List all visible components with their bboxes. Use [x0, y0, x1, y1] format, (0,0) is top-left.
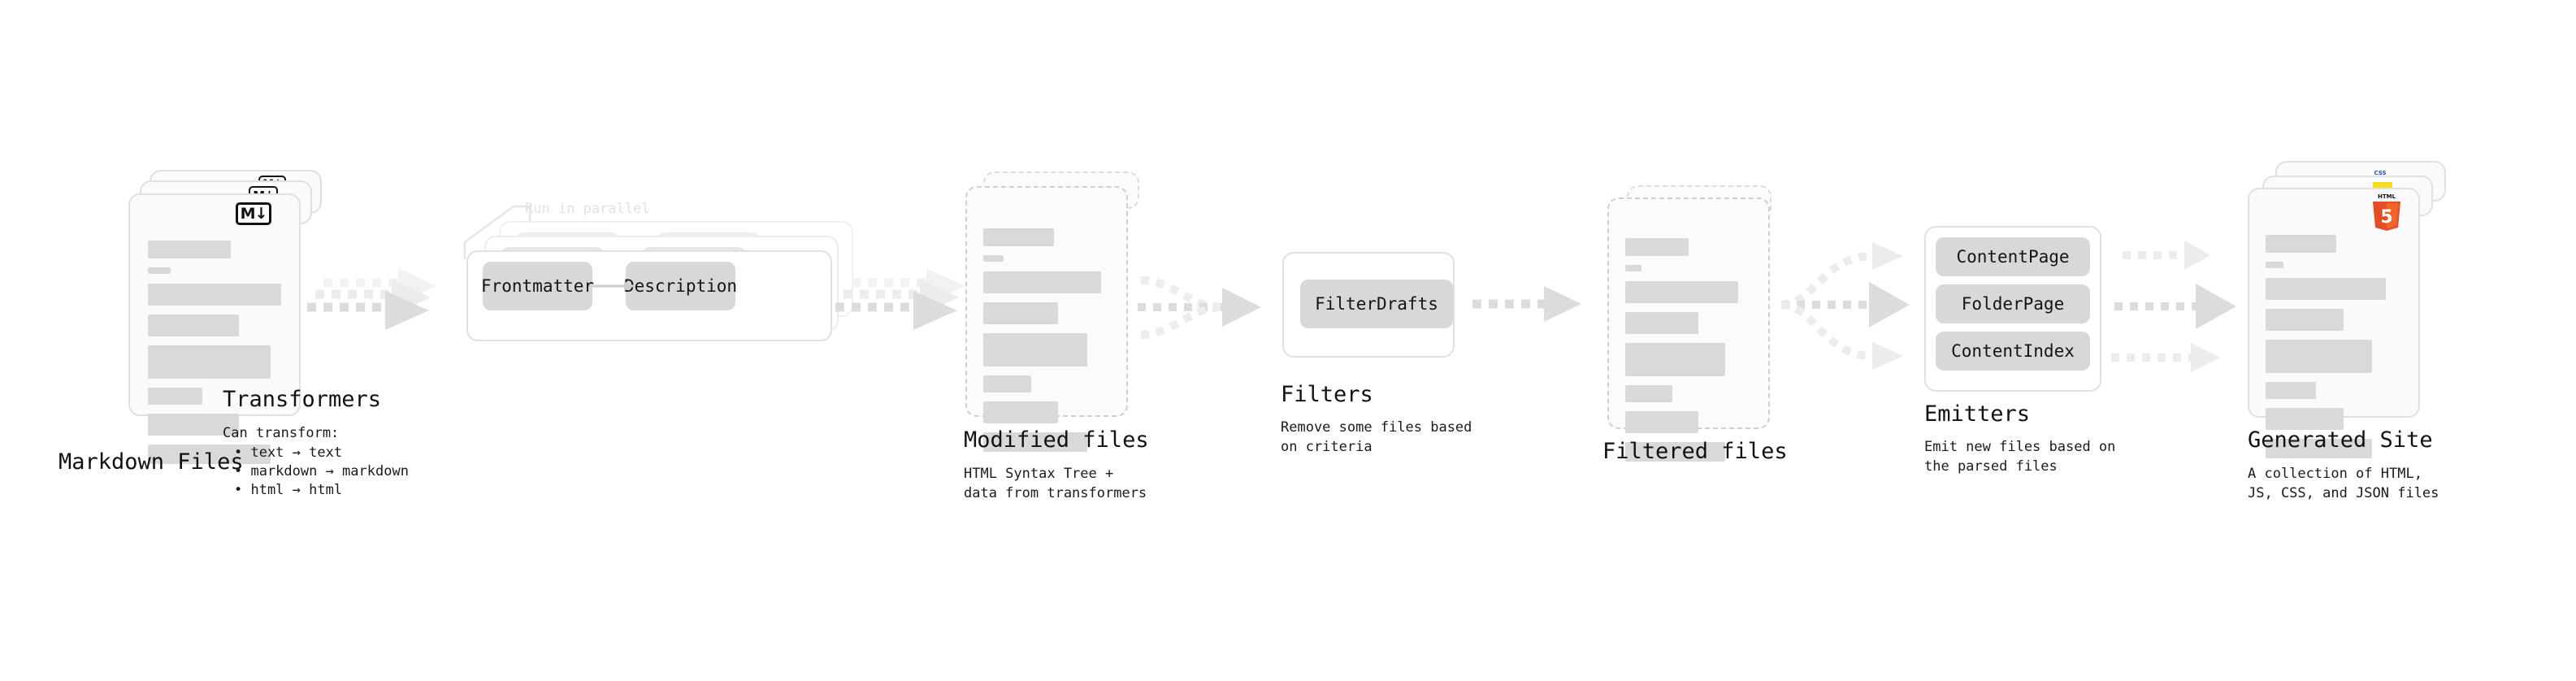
run-in-parallel-label: Run in parallel	[525, 201, 650, 217]
svg-text:5: 5	[2380, 207, 2392, 228]
markdown-files-title: Markdown Files	[59, 449, 244, 475]
placeholder-bar	[983, 228, 1055, 246]
placeholder-bar	[2266, 408, 2344, 430]
markdown-icon: M↓	[236, 202, 271, 225]
filtered-file-card-front	[1607, 197, 1770, 462]
emitters-sub: Emit new files based on the parsed files	[1924, 439, 2116, 475]
placeholder-bar	[983, 302, 1059, 324]
placeholder-bar	[983, 255, 1004, 262]
placeholder-bar	[148, 284, 281, 306]
placeholder-bar	[2266, 278, 2386, 300]
svg-text:HTML: HTML	[2378, 193, 2396, 200]
placeholder-bar	[983, 271, 1102, 293]
placeholder-bar	[2266, 382, 2317, 399]
placeholder-bar	[1625, 385, 1672, 402]
placeholder-bar	[148, 345, 271, 379]
placeholder-bar	[148, 445, 271, 464]
placeholder-bar	[983, 401, 1059, 423]
arrow-markdown-to-transformers	[307, 268, 437, 330]
generated-site-sub: A collection of HTML, JS, CSS, and JSON …	[2248, 466, 2439, 501]
emitters-title: Emitters	[1924, 401, 2031, 427]
transformers-sub-heading: Can transform:	[223, 425, 340, 441]
placeholder-bar	[2266, 309, 2344, 331]
transformers-bullet-2: • html → html	[234, 482, 343, 498]
pill-folderpage[interactable]: FolderPage	[1936, 284, 2090, 323]
arrow-transformers-to-modified	[835, 268, 965, 330]
pill-filterdrafts[interactable]: FilterDrafts	[1300, 280, 1453, 328]
parallel-bracket	[463, 205, 531, 260]
placeholder-bar	[2266, 340, 2373, 373]
pill-frontmatter[interactable]: Frontmatter	[481, 262, 594, 310]
html5-icon: HTML 5	[2373, 193, 2400, 231]
placeholder-bar	[2266, 235, 2337, 253]
transformers-bullet-1: • markdown → markdown	[234, 463, 409, 479]
placeholder-bar	[983, 333, 1087, 367]
placeholder-bar	[1625, 312, 1699, 334]
modified-file-card-front	[965, 186, 1128, 452]
modified-files-sub: HTML Syntax Tree + data from transformer…	[964, 466, 1147, 501]
placeholder-bar	[1625, 265, 1642, 271]
filters-title: Filters	[1281, 382, 1373, 407]
filters-sub: Remove some files based on criteria	[1281, 419, 1472, 455]
placeholder-bar	[148, 314, 239, 336]
placeholder-bar	[1625, 442, 1726, 462]
arrow-filters-to-filtered	[1472, 286, 1581, 322]
placeholder-bar	[148, 241, 231, 258]
placeholder-bar	[148, 267, 171, 274]
placeholder-bar	[2266, 262, 2283, 268]
placeholder-bar	[1625, 411, 1699, 433]
arrow-frontmatter-to-description	[592, 281, 635, 291]
placeholder-bar	[1625, 281, 1738, 303]
placeholder-bar	[1625, 238, 1689, 256]
placeholder-bar	[1625, 343, 1726, 376]
arrow-emitters-to-site	[2111, 241, 2236, 372]
transformers-bullet-0: • text → text	[234, 445, 343, 461]
placeholder-bar	[2266, 439, 2373, 458]
placeholder-bar	[983, 375, 1032, 393]
markdown-file-card-front	[128, 193, 301, 464]
pill-contentpage[interactable]: ContentPage	[1936, 237, 2090, 276]
transformers-title: Transformers	[223, 387, 382, 412]
filtered-files-title: Filtered files	[1602, 439, 1788, 464]
placeholder-bar	[148, 414, 239, 436]
arrow-modified-to-filters	[1138, 276, 1261, 339]
placeholder-bar	[983, 432, 1087, 452]
pill-contentindex[interactable]: ContentIndex	[1936, 332, 2090, 371]
modified-files-title: Modified files	[964, 427, 1149, 453]
pill-description[interactable]: Description	[624, 262, 737, 310]
site-file-card-html	[2248, 188, 2420, 458]
arrow-filtered-to-emitters	[1780, 242, 1910, 370]
generated-site-title: Generated Site	[2248, 427, 2433, 453]
placeholder-bar	[148, 388, 203, 405]
